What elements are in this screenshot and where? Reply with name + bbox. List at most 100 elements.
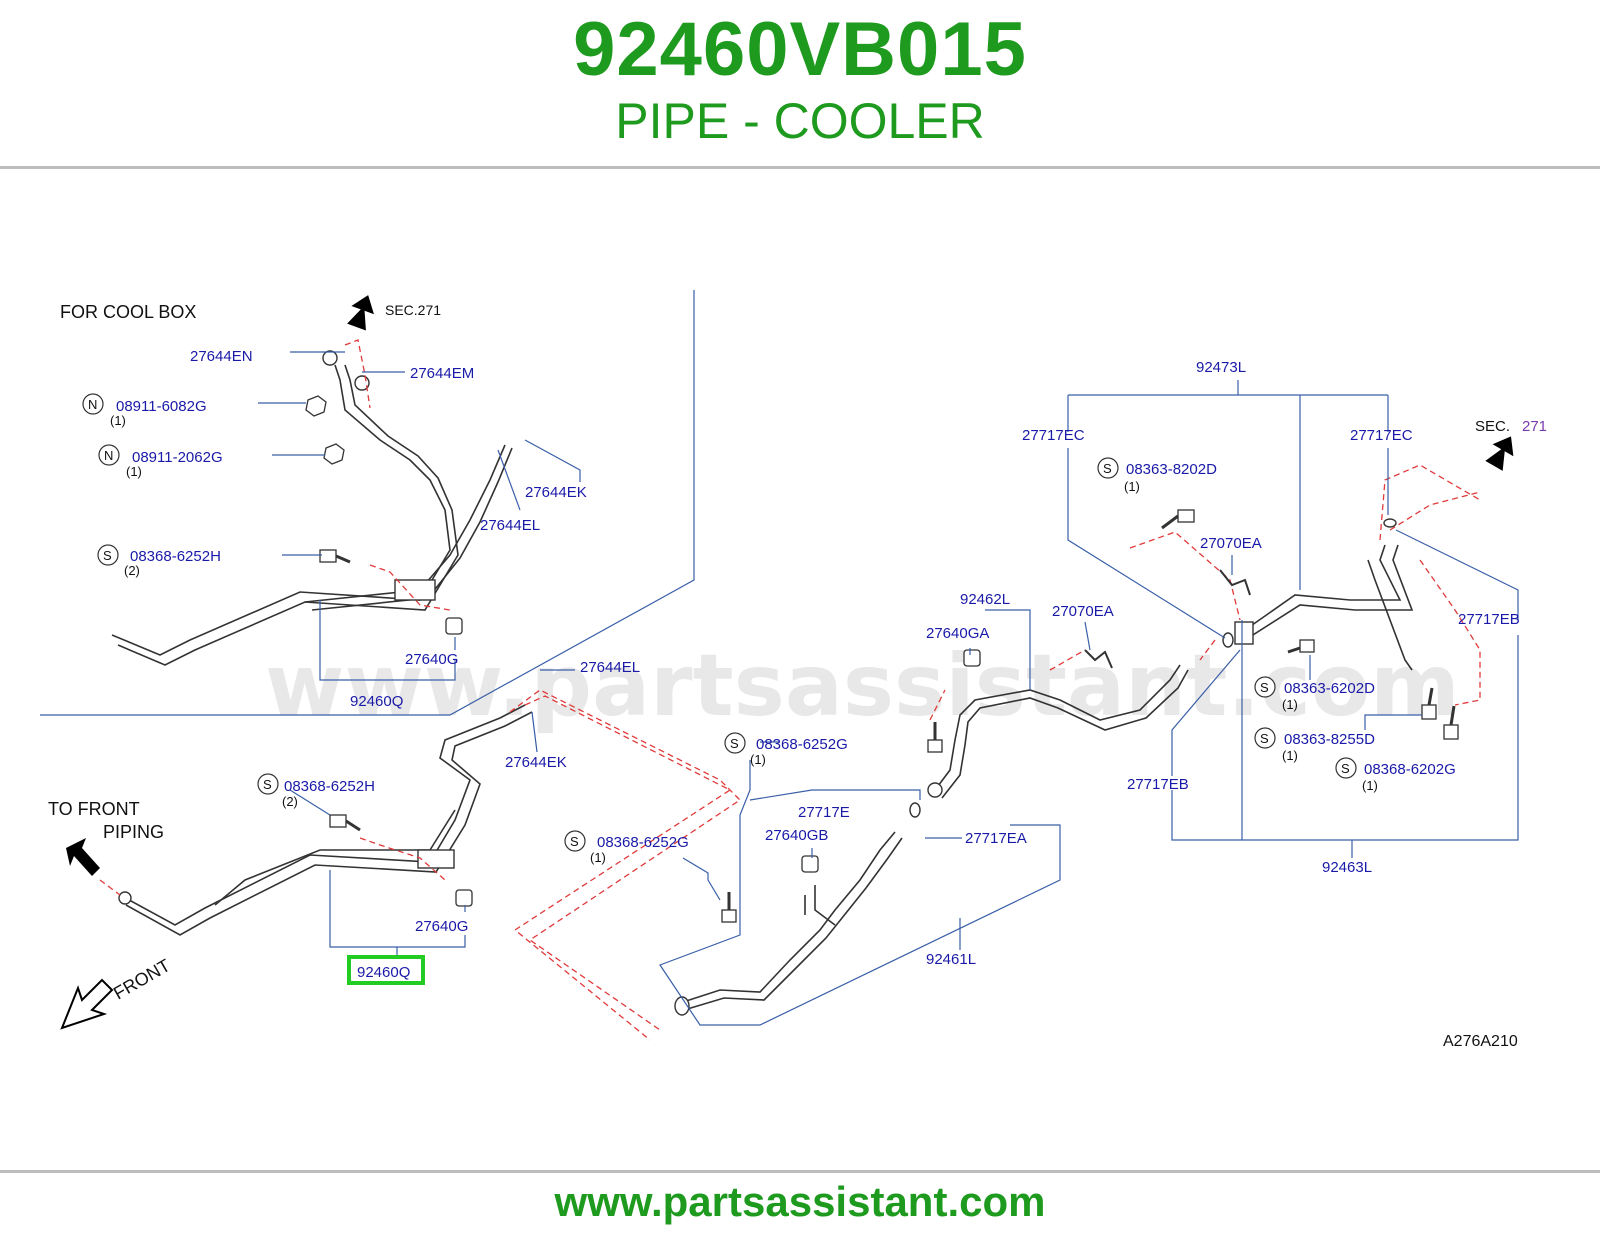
label-27644EK-mid[interactable]: 27644EK	[505, 754, 567, 771]
bolt-icon	[1287, 639, 1315, 654]
part-number-title: 92460VB015	[573, 7, 1027, 92]
label-27717E[interactable]: 27717E	[798, 804, 850, 821]
label-27717EC-b[interactable]: 27717EC	[1350, 427, 1413, 444]
label-08368-6202G[interactable]: 08368-6202G	[1364, 761, 1456, 778]
sec-271-note: SEC.271	[385, 302, 441, 318]
nut-icon	[323, 443, 345, 465]
label-27640G-low[interactable]: 27640G	[415, 918, 468, 935]
label-27070EA-b[interactable]: 27070EA	[1200, 535, 1262, 552]
section-divider	[40, 290, 695, 716]
qty-08368-6202G: (1)	[1362, 778, 1378, 793]
dashed-guide	[344, 339, 451, 611]
n-symbol-letter: N	[88, 397, 97, 412]
s-symbol-letter: S	[1341, 761, 1350, 776]
label-08363-8255D[interactable]: 08363-8255D	[1284, 731, 1375, 748]
cool-box-note: FOR COOL BOX	[60, 302, 196, 322]
bolt-icon	[329, 814, 361, 832]
s-symbol-icon: S	[97, 544, 119, 566]
leader-92460Q-low	[329, 870, 466, 948]
bolt-icon	[319, 549, 351, 564]
label-08363-8202D[interactable]: 08363-8202D	[1126, 461, 1217, 478]
label-27717EB-b[interactable]: 27717EB	[1458, 611, 1520, 628]
leader-27717EB-a	[1171, 649, 1241, 776]
label-27640GB[interactable]: 27640GB	[765, 827, 828, 844]
footer-website[interactable]: www.partsassistant.com	[554, 1178, 1046, 1225]
label-27717EB-a[interactable]: 27717EB	[1127, 776, 1189, 793]
sec-271-number-right: 271	[1522, 418, 1547, 435]
n-symbol-icon: N	[82, 393, 104, 415]
label-92463L[interactable]: 92463L	[1322, 859, 1372, 876]
dashed-guide	[929, 464, 1481, 721]
label-08368-6252H-low[interactable]: 08368-6252H	[284, 778, 375, 795]
label-08363-6202D[interactable]: 08363-6202D	[1284, 680, 1375, 697]
pipe-assembly-top	[111, 350, 513, 666]
label-08911-2062G[interactable]: 08911-2062G	[132, 449, 223, 466]
leader-92461L	[659, 760, 1061, 1026]
label-27644EL-top[interactable]: 27644EL	[480, 517, 540, 534]
s-symbol-letter: S	[263, 777, 272, 792]
qty-08368-6252H-low: (2)	[282, 794, 298, 809]
bolt-icon	[1443, 705, 1459, 740]
label-27640G-top[interactable]: 27640G	[405, 651, 458, 668]
label-08911-6082G[interactable]: 08911-6082G	[116, 398, 207, 415]
arrow-left-icon	[66, 838, 100, 876]
s-symbol-letter: S	[1103, 461, 1112, 476]
qty-08363-6202D: (1)	[1282, 697, 1298, 712]
label-08368-6252G-a[interactable]: 08368-6252G	[597, 834, 689, 851]
leader-27717EC-a	[1067, 448, 1226, 639]
label-27644EN[interactable]: 27644EN	[190, 348, 253, 365]
label-27717EC-a[interactable]: 27717EC	[1022, 427, 1085, 444]
leader-27717EB-b	[1395, 529, 1519, 620]
o-ring-icon	[909, 802, 921, 818]
leader-92460Q-top	[319, 600, 456, 681]
label-27640GA[interactable]: 27640GA	[926, 625, 989, 642]
s-symbol-icon: S	[564, 830, 586, 852]
bolt-icon	[721, 892, 737, 923]
dashed-guide	[513, 695, 732, 1041]
s-symbol-letter: S	[103, 548, 112, 563]
s-symbol-icon: S	[257, 773, 279, 795]
label-92461L[interactable]: 92461L	[926, 951, 976, 968]
qty-08363-8202D: (1)	[1124, 479, 1140, 494]
bolt-icon	[1161, 509, 1195, 530]
leader-08363-8255D	[1364, 714, 1422, 730]
label-92460Q-low-highlighted[interactable]: 92460Q	[357, 964, 410, 981]
label-08368-6252H-top[interactable]: 08368-6252H	[130, 548, 221, 565]
label-27070EA-a[interactable]: 27070EA	[1052, 603, 1114, 620]
header-divider	[0, 166, 1600, 169]
s-symbol-icon: S	[1097, 457, 1119, 479]
leader-27717E	[749, 789, 921, 801]
grommet-icon	[445, 617, 463, 635]
s-symbol-icon: S	[724, 732, 746, 754]
label-92462L[interactable]: 92462L	[960, 591, 1010, 608]
arrow-up-icon	[347, 295, 374, 331]
leader-27644EK-mid	[531, 711, 538, 753]
qty-08911-6082G: (1)	[110, 413, 126, 428]
qty-08911-2062G: (1)	[126, 464, 142, 479]
qty-08368-6252H-top: (2)	[124, 563, 140, 578]
leader-08368-6252G-a	[682, 857, 721, 901]
s-symbol-letter: S	[570, 834, 579, 849]
front-note: FRONT	[110, 955, 174, 1003]
label-08368-6252G-b[interactable]: 08368-6252G	[756, 736, 848, 753]
leader-92462L	[985, 609, 1031, 690]
label-27644EM[interactable]: 27644EM	[410, 365, 474, 382]
s-symbol-letter: S	[1260, 731, 1269, 746]
n-symbol-icon: N	[98, 444, 120, 466]
footer-divider	[0, 1170, 1600, 1173]
dashed-guide	[99, 689, 742, 1031]
qty-08368-6252G-b: (1)	[750, 752, 766, 767]
label-92473L[interactable]: 92473L	[1196, 359, 1246, 376]
label-27644EK-top[interactable]: 27644EK	[525, 484, 587, 501]
grommet-icon	[455, 889, 473, 907]
piping-note: PIPING	[103, 822, 164, 842]
label-27717EA[interactable]: 27717EA	[965, 830, 1027, 847]
diagram-code: A276A210	[1443, 1033, 1518, 1050]
label-27644EL-mid[interactable]: 27644EL	[580, 659, 640, 676]
s-symbol-letter: S	[1260, 680, 1269, 695]
label-92460Q-top[interactable]: 92460Q	[350, 693, 403, 710]
leader-27070EA-a	[1084, 621, 1091, 651]
leader-08368-6252H-low	[289, 789, 331, 816]
o-ring-icon	[1222, 632, 1234, 648]
